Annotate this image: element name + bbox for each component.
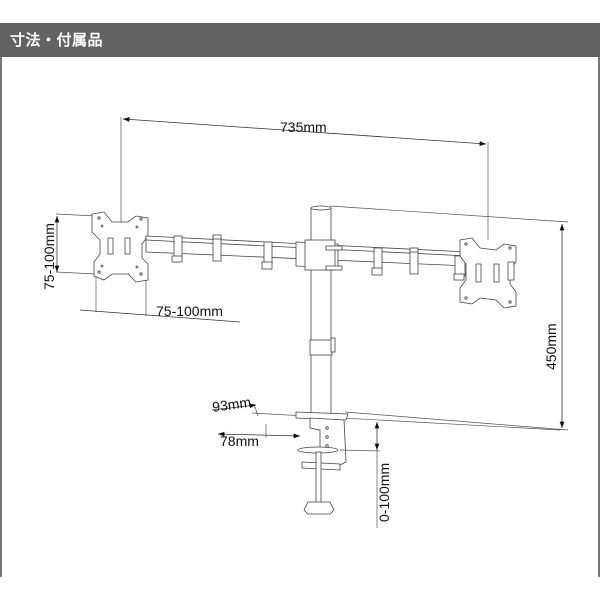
label-pole-height: 450mm: [543, 323, 559, 370]
pole: [309, 205, 336, 417]
dimension-overall-width: 735mm: [120, 117, 489, 240]
label-clamp-width: 78mm: [220, 433, 259, 449]
label-clamp-opening: 0-100mm: [376, 463, 392, 522]
label-overall-width: 735mm: [280, 119, 327, 135]
dimension-pole-height: 450mm: [329, 205, 569, 431]
label-vesa-vertical: 75-100mm: [41, 223, 57, 290]
dimension-clamp-depth: 93mm: [211, 394, 259, 417]
label-vesa-horizontal: 75-100mm: [156, 303, 223, 319]
left-vesa-plate: [91, 211, 149, 283]
section-header: 寸法・付属品: [0, 23, 600, 57]
dimension-clamp-width: 78mm: [217, 424, 301, 449]
right-vesa-plate: [459, 237, 517, 309]
section-title: 寸法・付属品: [10, 31, 104, 49]
dimension-vesa-vertical: 75-100mm: [41, 213, 97, 290]
dimension-clamp-opening: 0-100mm: [339, 422, 392, 528]
desk-clamp: [295, 411, 349, 515]
dimension-vesa-horizontal: 75-100mm: [79, 276, 241, 323]
center-hub: [295, 239, 343, 271]
diagram-frame: [0, 57, 600, 577]
label-clamp-depth: 93mm: [211, 394, 252, 415]
arm-joints: [171, 234, 466, 281]
